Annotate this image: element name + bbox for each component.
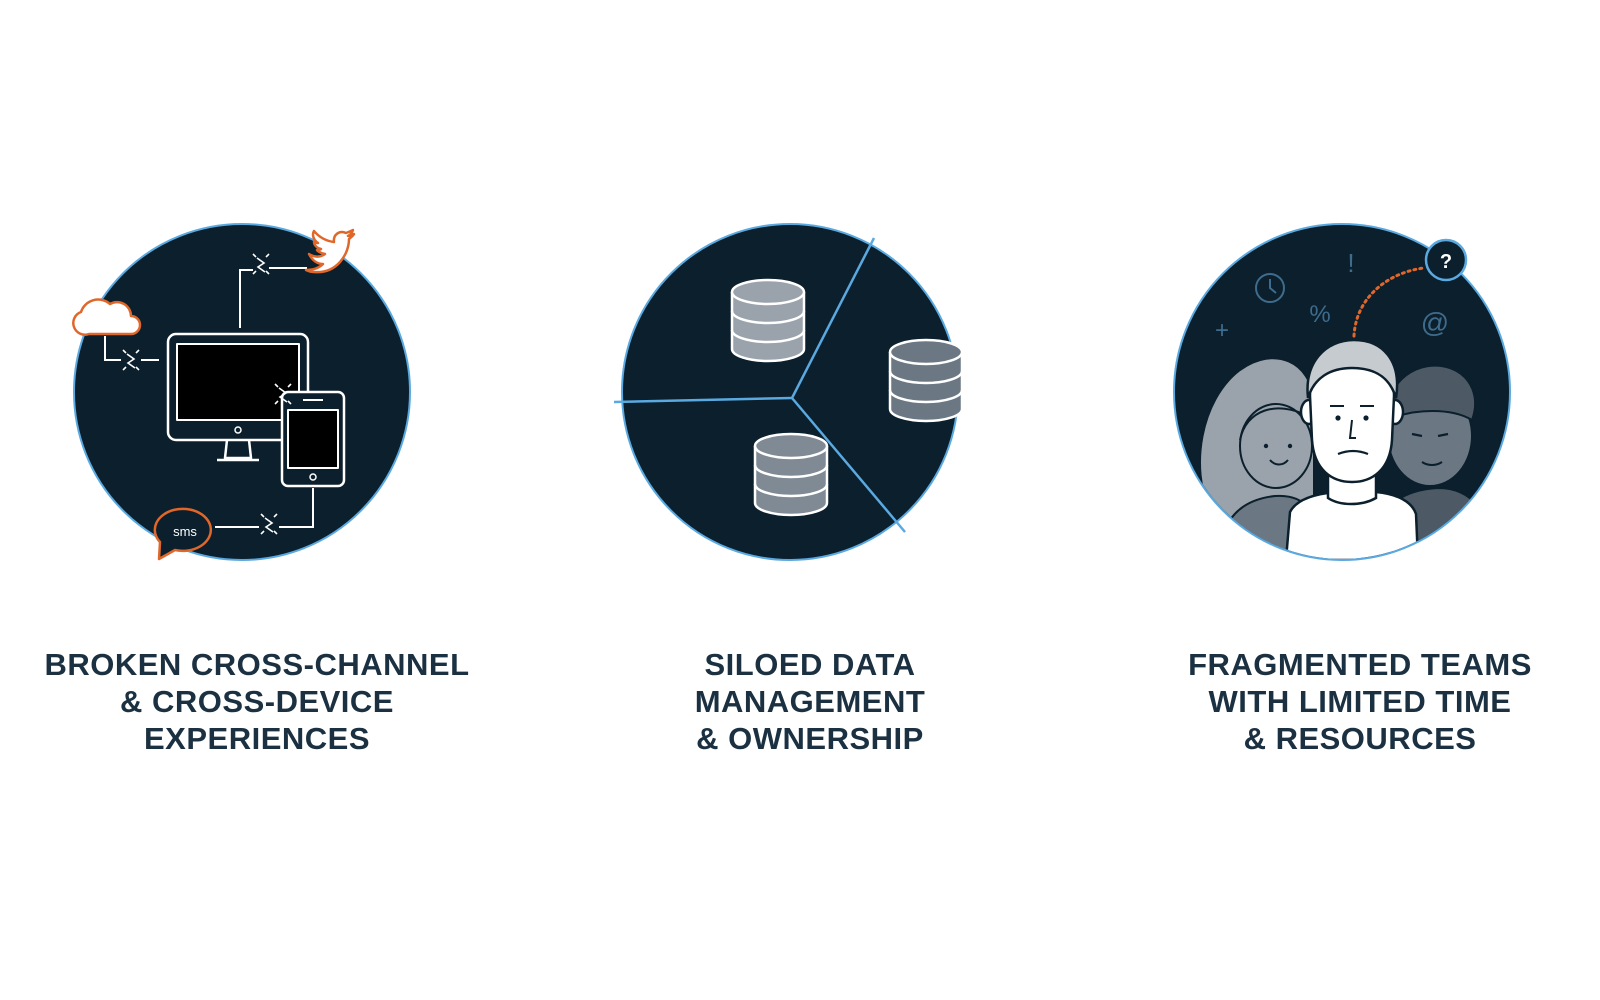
break-spark-icon [274, 383, 292, 405]
caption-channels: BROKEN CROSS-CHANNEL & CROSS-DEVICE EXPE… [0, 646, 517, 757]
caption-line: MANAGEMENT [694, 684, 926, 719]
caption-line: FRAGMENTED TEAMS [1188, 647, 1532, 682]
break-spark-icons [122, 253, 292, 535]
caption-data: SILOED DATA MANAGEMENT & OWNERSHIP [550, 646, 1070, 757]
fragmented-team-illustration: ! % + @ [1173, 223, 1511, 561]
database-icon [753, 432, 829, 517]
percent-symbol: % [1309, 301, 1330, 328]
at-symbol: @ [1421, 307, 1449, 338]
question-symbol: ? [1440, 251, 1452, 273]
silo-divider-lines [613, 237, 906, 533]
caption-line: WITH LIMITED TIME [1208, 684, 1512, 719]
panel-data: SILOED DATA MANAGEMENT & OWNERSHIP [550, 0, 1070, 1000]
caption-teams: FRAGMENTED TEAMS WITH LIMITED TIME & RES… [1100, 646, 1600, 757]
twitter-bird-icon [304, 228, 356, 274]
caption-line: & OWNERSHIP [696, 721, 924, 756]
clock-icon [1255, 273, 1285, 303]
symbol-texts: ! % + @ [1215, 248, 1449, 344]
exclamation-symbol: ! [1347, 248, 1354, 278]
database-icon [730, 278, 806, 363]
monitor-icon [166, 332, 310, 462]
question-badge-icon: ? [1424, 238, 1468, 282]
man-front-avatar [1284, 338, 1420, 559]
break-spark-icon [122, 349, 140, 371]
caption-line: BROKEN CROSS-CHANNEL [44, 647, 470, 682]
caption-line: EXPERIENCES [143, 721, 370, 756]
thought-dotted-path [1352, 266, 1426, 338]
sms-bubble-icon: sms [153, 507, 213, 561]
caption-line: & RESOURCES [1243, 721, 1477, 756]
cloud-icon [72, 298, 142, 336]
caption-line: SILOED DATA [704, 647, 916, 682]
panel-channels: sms BROKEN CROSS-CHANNEL & CROSS-DEVICE … [0, 0, 517, 1000]
panel-teams: ! % + @ [1100, 0, 1600, 1000]
broken-connections [104, 267, 314, 528]
sms-badge-text: sms [173, 524, 197, 539]
caption-line: & CROSS-DEVICE [120, 684, 394, 719]
database-icon [888, 338, 964, 423]
break-spark-icon [252, 253, 270, 275]
teams-circle-outline [1173, 223, 1511, 561]
tablet-icon [280, 390, 346, 488]
broken-devices-illustration: sms [72, 223, 411, 561]
break-spark-icon [260, 513, 278, 535]
siloed-databases-illustration [613, 223, 964, 561]
floating-symbols [1255, 273, 1285, 303]
plus-symbol: + [1215, 317, 1229, 344]
